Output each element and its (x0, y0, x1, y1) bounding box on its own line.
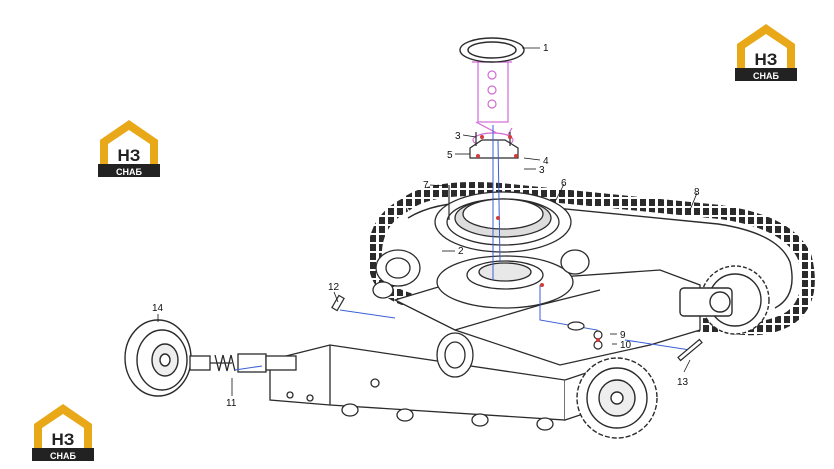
logo-icon: НЗ СНАБ (32, 404, 94, 461)
logo-caption: СНАБ (753, 71, 779, 81)
callout-14: 14 (152, 303, 164, 314)
logo-caption: СНАБ (50, 451, 76, 461)
callout-8: 8 (694, 187, 700, 198)
callout-1: 1 (543, 43, 549, 54)
brand-logo-bottom-left: НЗ СНАБ (32, 402, 94, 462)
brand-logo-left: НЗ СНАБ (98, 118, 160, 178)
seal-ring (459, 37, 525, 63)
front-sprocket (576, 357, 658, 439)
brand-logo-top-right: НЗ СНАБ (735, 22, 797, 82)
logo-mark: НЗ (52, 430, 75, 449)
logo-icon: НЗ СНАБ (98, 120, 160, 177)
callout-13: 13 (677, 377, 689, 388)
callout-4: 4 (543, 156, 549, 167)
callout-12: 12 (328, 282, 340, 293)
callout-2: 2 (458, 246, 464, 257)
callout-6: 6 (561, 178, 567, 189)
callout-3b: 3 (539, 165, 545, 176)
callout-leaders (157, 47, 698, 396)
callout-10: 10 (620, 340, 632, 351)
callout-11: 11 (226, 398, 237, 409)
callout-3a: 3 (455, 131, 461, 142)
callout-9: 9 (620, 330, 626, 341)
slewing-bearing (434, 191, 572, 253)
undercarriage-frame (269, 269, 701, 431)
marker-dots (476, 135, 600, 342)
logo-icon: НЗ СНАБ (735, 24, 797, 81)
turntable-plate (436, 255, 574, 309)
carrier-rollers (372, 249, 590, 299)
idler-wheel (124, 319, 192, 397)
callout-7: 7 (423, 180, 429, 191)
loose-hardware (331, 185, 703, 362)
logo-caption: СНАБ (116, 167, 142, 177)
logo-mark: НЗ (755, 50, 778, 69)
track-tensioner (189, 353, 297, 373)
rear-sprocket (679, 265, 770, 335)
logo-mark: НЗ (118, 146, 141, 165)
callout-5: 5 (447, 150, 453, 161)
